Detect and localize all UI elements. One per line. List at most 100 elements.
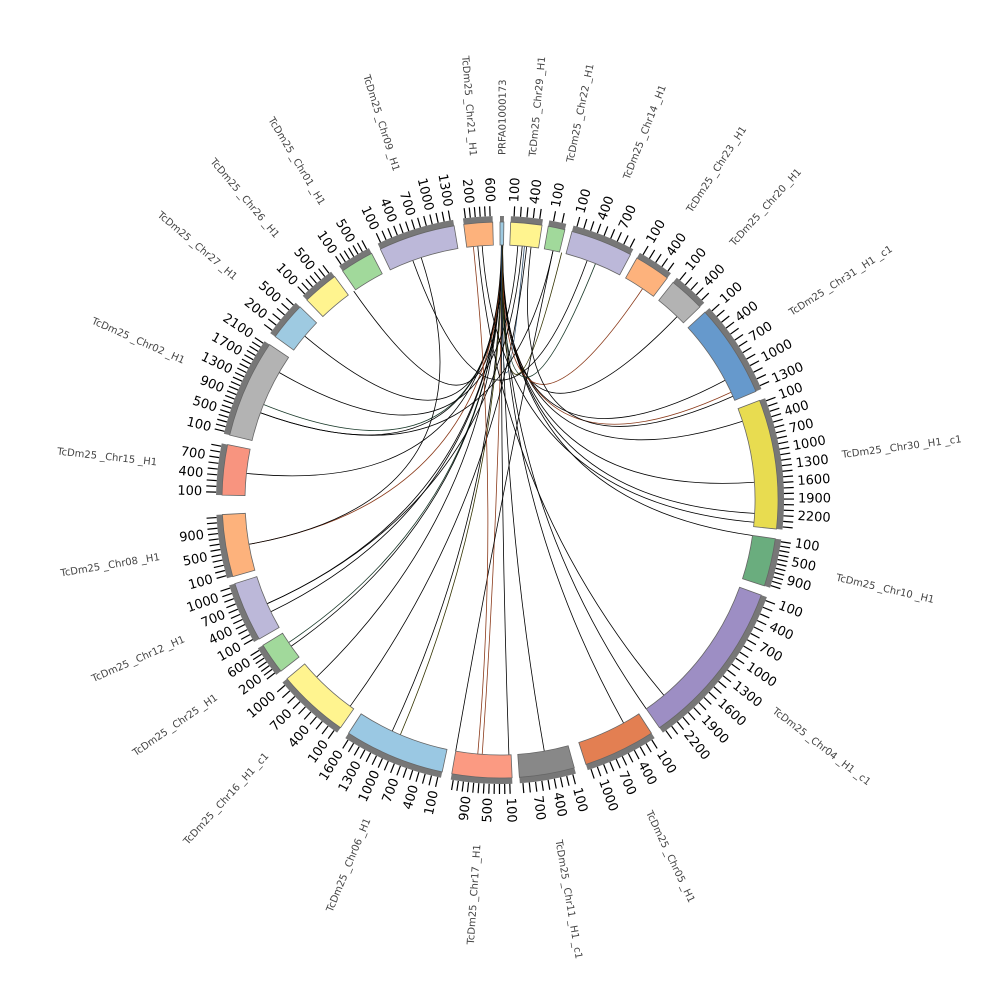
sector-name-label: TcDm25 _Chr26 _H1 — [207, 156, 281, 241]
axis-tick — [240, 634, 251, 640]
axis-tick — [721, 315, 730, 323]
axis-tick — [781, 463, 792, 467]
sector-name-label: TcDm25 _Chr17 _H1 — [466, 844, 484, 946]
axis-tick — [212, 559, 223, 563]
sector-axis-strip — [585, 733, 655, 771]
sector-band[interactable] — [221, 512, 256, 578]
sector-name-label: TcDm25 _Chr27 _H1 — [154, 209, 239, 283]
sector-band[interactable] — [499, 221, 505, 246]
axis-tick-label: 1000 — [792, 433, 827, 454]
sector-band[interactable] — [517, 745, 575, 778]
axis-tick — [206, 522, 217, 525]
sector-band[interactable] — [687, 311, 757, 401]
sector-band[interactable] — [229, 343, 290, 441]
sector-band[interactable] — [543, 225, 566, 253]
axis-tick — [590, 221, 595, 232]
axis-tick — [371, 755, 378, 765]
axis-tick — [783, 475, 794, 478]
sector-axis-strip — [510, 216, 543, 226]
axis-tick — [648, 249, 656, 259]
link-ribbon — [527, 246, 734, 427]
axis-tick-label: 1300 — [434, 173, 455, 208]
link-ribbon — [501, 245, 563, 375]
sector-band[interactable] — [234, 576, 280, 640]
axis-tick — [281, 690, 291, 699]
axis-tick — [223, 399, 234, 405]
sector-band[interactable] — [509, 221, 543, 249]
axis-tick — [383, 760, 389, 771]
axis-tick — [243, 639, 253, 645]
sector-axis-strip — [759, 398, 784, 530]
axis-tick — [206, 516, 217, 519]
sector-band[interactable] — [645, 586, 762, 729]
axis-tick — [263, 668, 273, 676]
sector-band[interactable] — [737, 399, 779, 530]
axis-tick — [276, 684, 286, 693]
axis-tick — [746, 353, 756, 360]
sector-band[interactable] — [451, 750, 513, 779]
axis-tick — [734, 334, 744, 341]
sector-band[interactable] — [565, 230, 632, 276]
axis-tick — [266, 672, 276, 680]
axis-tick — [566, 775, 570, 786]
axis-tick — [210, 449, 221, 453]
axis-tick — [309, 275, 317, 284]
sector-band[interactable] — [341, 252, 383, 291]
axis-tick-label: 400 — [733, 299, 762, 326]
sector-band[interactable] — [658, 281, 701, 324]
sector-band[interactable] — [274, 306, 318, 351]
axis-tick — [281, 302, 290, 311]
axis-tick — [703, 697, 712, 705]
axis-tick — [727, 669, 736, 677]
axis-tick — [780, 541, 791, 544]
axis-tick — [783, 520, 794, 523]
sector-band[interactable] — [463, 221, 494, 248]
sector-band[interactable] — [221, 444, 251, 496]
sector-band[interactable] — [625, 257, 668, 297]
axis-tick-label: 400 — [664, 230, 690, 259]
axis-tick — [322, 264, 330, 274]
axis-tick — [208, 538, 219, 541]
axis-tick — [473, 207, 476, 218]
axis-tick — [777, 435, 788, 439]
sector-band[interactable] — [742, 535, 776, 587]
sector-band[interactable] — [286, 663, 355, 729]
sector-band[interactable] — [348, 713, 448, 773]
axis-tick — [645, 743, 652, 753]
sector-axis-strip — [764, 538, 782, 588]
axis-tick — [210, 548, 221, 552]
axis-tick — [627, 753, 634, 763]
axis-tick — [255, 657, 265, 665]
sector-band[interactable] — [379, 225, 459, 271]
sector-name-label: TcDm25 _Chr31 _H1 _c1 — [787, 244, 895, 319]
sector-band[interactable] — [262, 632, 300, 672]
sector[interactable]: PRFA01000173 — [497, 79, 509, 246]
sector-band[interactable] — [306, 275, 349, 318]
axis-tick — [297, 286, 306, 295]
axis-tick — [725, 321, 735, 329]
axis-tick — [298, 706, 306, 715]
axis-tick — [411, 219, 416, 230]
sector-axis-strip — [704, 308, 762, 392]
axis-tick — [315, 721, 323, 730]
axis-tick — [615, 758, 621, 769]
axis-tick — [435, 212, 439, 223]
sector-band[interactable] — [578, 713, 652, 765]
link-ribbon — [304, 245, 503, 401]
axis-tick — [583, 218, 588, 229]
